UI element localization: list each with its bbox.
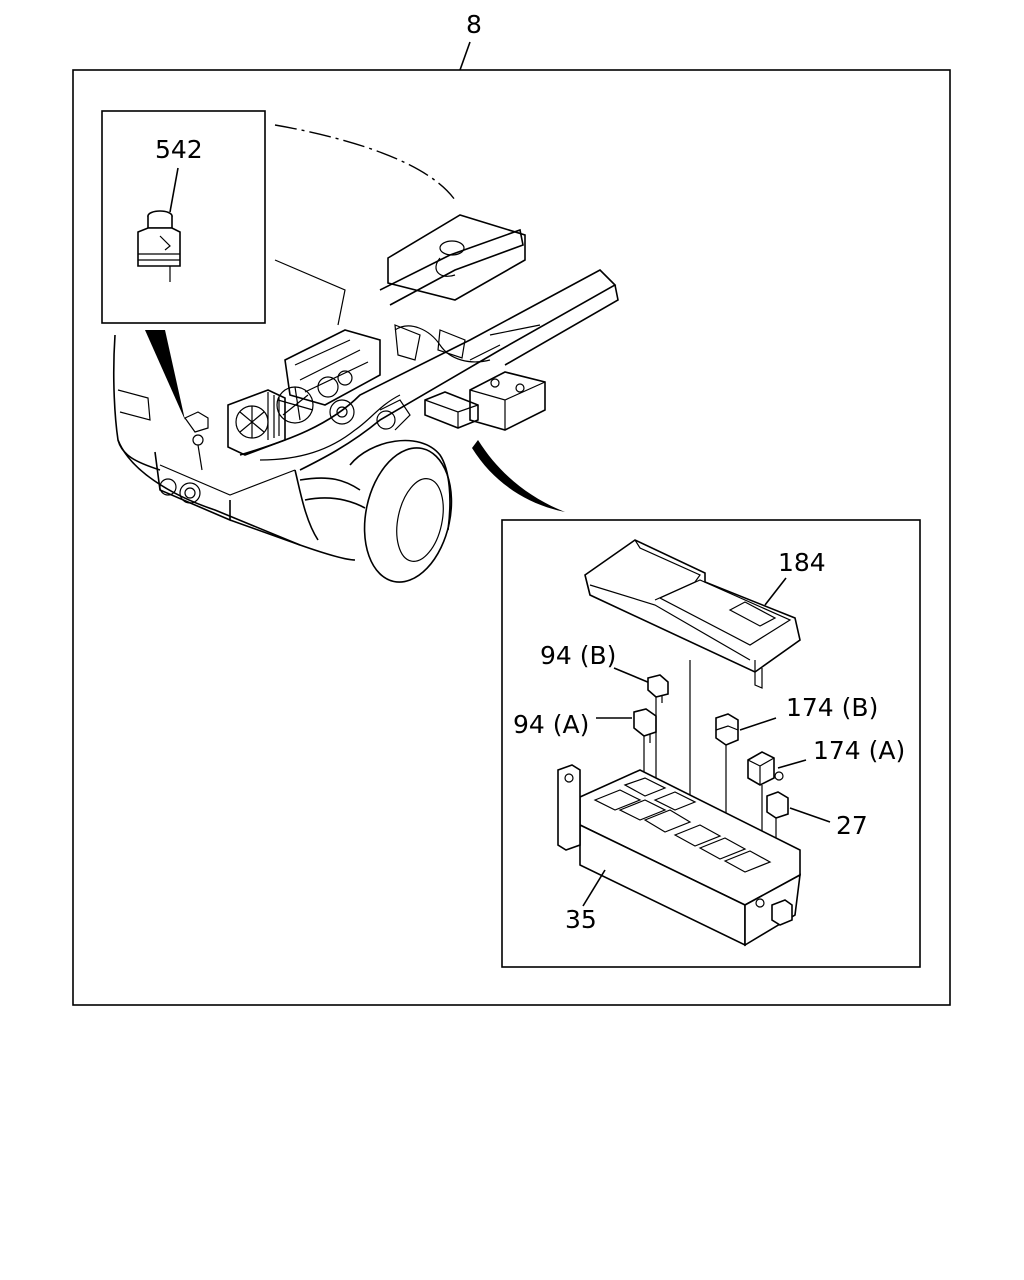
base-leader bbox=[582, 869, 606, 907]
reservoir-inset-frame bbox=[101, 110, 266, 324]
reservoir-part bbox=[137, 210, 181, 282]
main-frame bbox=[72, 69, 951, 1006]
fuse-box-base bbox=[557, 764, 801, 947]
fuse-94a-part bbox=[633, 708, 657, 745]
reservoir-leader bbox=[169, 167, 179, 213]
fuse-94b-part bbox=[647, 674, 669, 705]
reservoir-callout: 542 bbox=[155, 135, 203, 164]
relay-27-part bbox=[766, 791, 789, 828]
fuse-box-cover-callout: 184 bbox=[778, 548, 826, 577]
fuse-box-pointer bbox=[472, 440, 565, 512]
fuse-94a-callout: 94 (A) bbox=[513, 710, 589, 739]
relay-27-leader bbox=[789, 807, 831, 823]
fuse-94b-leader bbox=[613, 667, 651, 684]
relay-174a-callout: 174 (A) bbox=[813, 736, 905, 765]
reservoir-pointer bbox=[145, 330, 185, 420]
relay-174a-leader bbox=[777, 759, 807, 769]
relay-174b-part bbox=[715, 713, 739, 746]
fuse-box-inset-frame bbox=[501, 519, 921, 968]
fuse-box-cover bbox=[584, 539, 801, 689]
cover-leader bbox=[764, 577, 787, 606]
group-label-leader bbox=[459, 41, 471, 71]
relay-174a-part bbox=[747, 751, 784, 786]
relay-174b-callout: 174 (B) bbox=[786, 693, 878, 722]
group-label: 8 bbox=[466, 10, 482, 39]
vehicle-illustration bbox=[112, 124, 619, 583]
relay-27-callout: 27 bbox=[836, 811, 868, 840]
relay-174b-leader bbox=[739, 717, 777, 731]
fuse-box-base-callout: 35 bbox=[565, 905, 597, 934]
fuse-94b-callout: 94 (B) bbox=[540, 641, 616, 670]
